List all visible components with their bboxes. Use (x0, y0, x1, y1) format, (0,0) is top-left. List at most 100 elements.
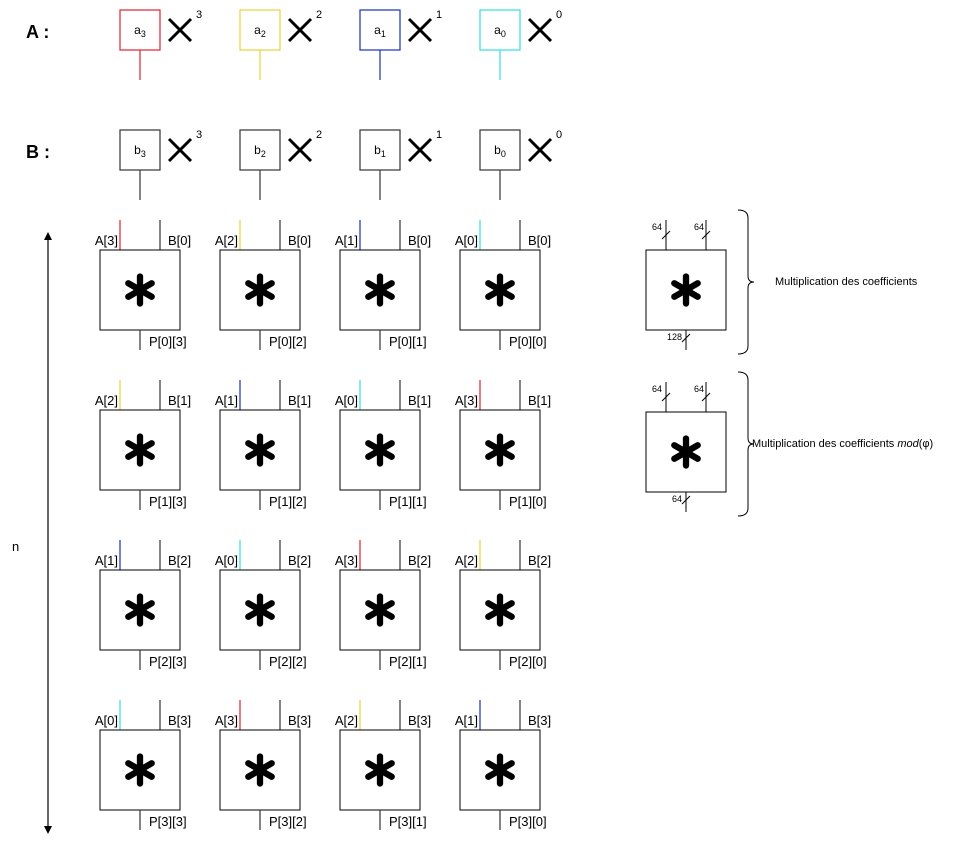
coeff-b1: b1 1 (359, 129, 442, 200)
coeff-label: b1 (374, 143, 386, 159)
n-axis: n (12, 232, 52, 834)
input-a-label: A[2] (335, 713, 358, 728)
bus-width-slash-icon (701, 392, 711, 402)
times-cross-icon (167, 17, 193, 43)
power-exponent: 0 (556, 9, 562, 21)
input-a-label: A[0] (95, 713, 118, 728)
input-a-label: A[2] (215, 233, 238, 248)
output-label: P[2][1] (389, 654, 427, 669)
multiplier-grid: A[3] B[0] P[0][3] A[2] B[0] P[0][2] A[1] B[0] P[… (95, 220, 551, 830)
n-axis-arrow-up-icon (44, 232, 52, 240)
output-label: P[3][3] (149, 814, 187, 829)
output-label: P[2][0] (509, 654, 547, 669)
coeff-a2: a22 (239, 9, 322, 80)
power-exponent: 1 (436, 129, 442, 141)
coeff-box (119, 9, 161, 51)
output-label: P[1][2] (269, 494, 307, 509)
legend: 64 64 128 Multiplication des coefficients 64… (645, 209, 933, 517)
input-b-label: B[0] (528, 233, 551, 248)
input-b-label: B[2] (408, 553, 431, 568)
output-label: P[0][1] (389, 334, 427, 349)
coeff-label: b2 (254, 143, 266, 159)
input-b-label: B[1] (288, 393, 311, 408)
times-cross-icon (287, 17, 313, 43)
multiplier-0-2: A[1] B[0] P[0][1] (335, 220, 431, 350)
bus-width-slash-icon (661, 230, 671, 240)
multiplier-2-3: A[2] B[2] P[2][0] (455, 540, 551, 670)
input-a-label: A[0] (335, 393, 358, 408)
legend-description: Multiplication des coefficients (775, 276, 918, 288)
multiplier-3-2: A[2]B[3]P[3][1] (335, 700, 431, 830)
input-a-label: A[3] (95, 233, 118, 248)
legend-out-width: 128 (667, 332, 682, 342)
input-a-label: A[1] (335, 233, 358, 248)
coeff-box (239, 129, 281, 171)
legend-in-width-right: 64 (694, 384, 704, 394)
times-cross-icon (407, 17, 433, 43)
coeff-label: a0 (494, 23, 506, 39)
output-label: P[0][0] (509, 334, 547, 349)
times-cross-icon (407, 137, 433, 163)
input-b-label: B[3] (528, 713, 551, 728)
power-exponent: 3 (196, 9, 202, 21)
output-label: P[1][3] (149, 494, 187, 509)
multiplier-0-0: A[3] B[0] P[0][3] (95, 220, 191, 350)
coeff-label: b3 (134, 143, 146, 159)
legend-in-width-left: 64 (652, 384, 662, 394)
input-b-label: B[0] (288, 233, 311, 248)
input-a-label: A[1] (455, 713, 478, 728)
coeff-a1: a11 (359, 9, 442, 80)
input-b-label: B[2] (528, 553, 551, 568)
multiplier-1-2: A[0]B[1]P[1][1] (335, 380, 431, 510)
coeff-b3: b33 (119, 129, 202, 200)
coeff-a3: a3 3 (119, 9, 202, 80)
times-cross-icon (527, 17, 553, 43)
multiplier-0-3: A[0]B[0]P[0][0] (455, 220, 551, 350)
multiplier-2-0: A[1] B[2] P[2][3] (95, 540, 191, 670)
input-b-label: B[1] (528, 393, 551, 408)
coeff-box (239, 9, 281, 51)
output-label: P[0][2] (269, 334, 307, 349)
multiplier-2-2: A[3]B[2]P[2][1] (335, 540, 431, 670)
input-b-label: B[3] (408, 713, 431, 728)
multiplier-0-1: A[2] B[0] P[0][2] (215, 220, 311, 350)
legend-in-width-right: 64 (694, 222, 704, 232)
output-label: P[2][2] (269, 654, 307, 669)
input-a-label: A[3] (455, 393, 478, 408)
coeff-label: b0 (494, 143, 506, 159)
input-a-label: A[2] (455, 553, 478, 568)
coeff-box (479, 9, 521, 51)
input-b-label: B[0] (168, 233, 191, 248)
input-b-label: B[1] (168, 393, 191, 408)
input-a-label: A[1] (95, 553, 118, 568)
input-b-label: B[3] (288, 713, 311, 728)
input-a-label: A[3] (215, 713, 238, 728)
coeff-a0: a0 0 (479, 9, 562, 80)
output-label: P[3][0] (509, 814, 547, 829)
n-axis-label: n (12, 539, 19, 554)
legend-out-width: 64 (672, 494, 682, 504)
times-cross-icon (287, 137, 313, 163)
output-label: P[2][3] (149, 654, 187, 669)
coeff-label: a3 (134, 23, 146, 39)
coeff-b0: b00 (479, 129, 562, 200)
power-exponent: 2 (316, 9, 322, 21)
bus-width-slash-icon (681, 495, 691, 505)
input-b-label: B[2] (168, 553, 191, 568)
coeff-b2: b22 (239, 129, 322, 200)
output-label: P[1][1] (389, 494, 427, 509)
multiplier-3-3: A[1] B[3] P[3][0] (455, 700, 551, 830)
input-b-label: B[2] (288, 553, 311, 568)
output-label: P[3][2] (269, 814, 307, 829)
input-a-label: A[1] (215, 393, 238, 408)
input-b-label: B[0] (408, 233, 431, 248)
output-label: P[0][3] (149, 334, 187, 349)
coeff-label: a1 (374, 23, 386, 39)
bus-width-slash-icon (681, 333, 691, 343)
input-b-label: B[3] (168, 713, 191, 728)
